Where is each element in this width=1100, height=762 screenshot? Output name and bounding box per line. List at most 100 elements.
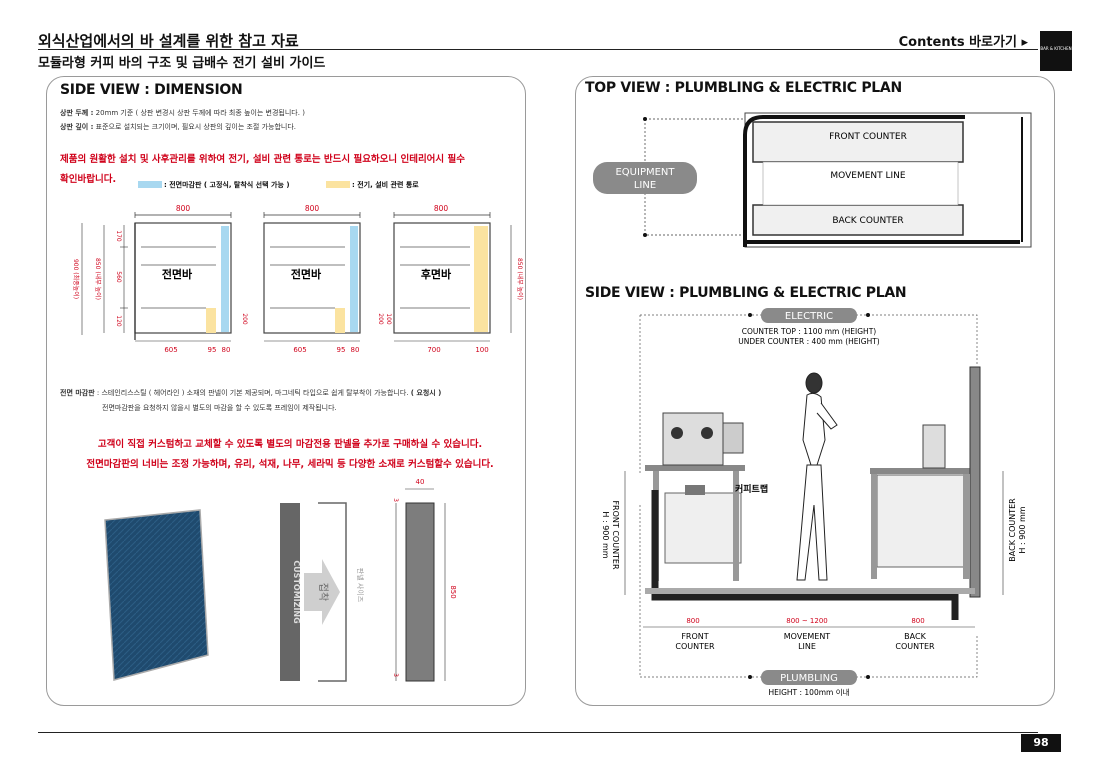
coffee-trap-label: 커피트랩 [735, 483, 768, 495]
label-back-1: BACK [904, 632, 926, 641]
left-panel [46, 76, 526, 706]
finish-panel-text1: : 스테인리스스틸 ( 헤어라인 ) 소재의 판넬이 기본 제공되며, 마그네틱… [94, 389, 411, 397]
finish-panel-label: 전면 마감판 [60, 389, 95, 397]
top-back-counter: BACK COUNTER [832, 216, 903, 226]
dim-80b: 80 [351, 346, 360, 354]
dim-movement: 800 ~ 1200 [786, 617, 828, 625]
label-front-1: FRONT [681, 632, 708, 641]
label-back-2: COUNTER [895, 642, 935, 651]
left-section-title: SIDE VIEW : DIMENSION [60, 82, 243, 98]
dim-850: 850 [449, 585, 457, 598]
side-view-diagram: ELECTRIC COUNTER TOP : 1100 mm (HEIGHT) … [601, 308, 1027, 697]
dim-inner-height: 850 (내부 높이) [94, 258, 102, 300]
dim-100: 100 [385, 313, 392, 325]
front-bar-cabinet-2 [263, 222, 361, 334]
right-panel [575, 76, 1055, 706]
install-warning-line2: 확인바랍니다. [60, 174, 117, 185]
dim-top-1: 800 [176, 204, 191, 213]
plumbing-badge [761, 670, 857, 685]
top-view-diagram: FRONT COUNTER MOVEMENT LINE BACK COUNTER… [593, 112, 1032, 248]
header-divider [38, 49, 1038, 50]
cabinet-2-label: 전면바 [291, 267, 322, 281]
dim-final-height: 900 (최종높이) [72, 259, 80, 299]
install-warning-line1: 제품의 원활한 설치 및 사후관리를 위하여 전기, 설비 관련 통로는 반드시… [60, 154, 465, 165]
legend-yellow-label: : 전기, 설비 관련 통로 [352, 181, 419, 189]
panel-size-note: 판넬 사이즈 [356, 568, 365, 603]
spec-depth: 상판 깊이 : 표준으로 설치되는 크기이며, 필요시 상판의 깊이는 조절 가… [60, 122, 296, 132]
dim-40: 40 [416, 478, 425, 486]
dim-front-800: 800 [686, 617, 699, 625]
plumbing-label: PLUMBLING [780, 673, 838, 684]
equipment-line-text-2: LINE [634, 180, 656, 191]
legend-yellow-swatch [326, 181, 350, 188]
plumbing-pipe [651, 490, 959, 620]
spec-thickness-text: 20mm 기준 ( 상판 변경시 상판 두께에 따라 최종 높이는 변경됩니다.… [93, 109, 305, 117]
back-bar-cabinet [393, 222, 491, 334]
dim-120: 120 [115, 315, 122, 327]
dim-inner-height-right: 850 (내부 높이) [516, 258, 524, 300]
dim-95: 95 [208, 346, 217, 354]
dim-200b: 200 [377, 313, 384, 325]
dim-605: 605 [164, 346, 177, 354]
custom-panel-note-line2: 전면마감판의 너비는 조정 가능하며, 유리, 석재, 나무, 세라믹 등 다양… [86, 459, 494, 470]
front-counter-height-1: FRONT COUNTER [611, 500, 620, 570]
back-counter-unit [870, 424, 970, 579]
spec-thickness: 상판 두께 : 20mm 기준 ( 상판 변경시 상판 두께에 따라 최종 높이… [60, 108, 305, 118]
dimension-diagrams: 800 800 800 전면바 전면바 후면바 900 (최종높이 [72, 204, 524, 354]
electric-label: ELECTRIC [785, 311, 833, 322]
dim-170: 170 [115, 230, 122, 242]
plumbing-height: HEIGHT : 100mm 이내 [768, 687, 849, 697]
finish-panel-note: 전면 마감판 : 스테인리스스틸 ( 헤어라인 ) 소재의 판넬이 기본 제공되… [60, 388, 520, 398]
contents-link[interactable]: Contents 바로가기 ▸ [898, 35, 1028, 50]
panel-profile [405, 502, 435, 682]
cabinet-1-label: 전면바 [162, 267, 193, 281]
footer-divider [38, 732, 1038, 733]
install-warning: 제품의 원활한 설치 및 사후관리를 위하여 전기, 설비 관련 통로는 반드시… [60, 150, 520, 190]
equipment-line-text-1: EQUIPMENT [615, 167, 675, 178]
blue-custom-panel [104, 509, 209, 681]
legend-blue-label: : 전면마감판 ( 고정식, 탈착식 선택 가능 ) [164, 181, 290, 189]
equipment-line-badge [593, 162, 697, 194]
brand-logo-text: BAR & KITCHEN [1040, 46, 1072, 51]
under-counter-height: UNDER COUNTER : 400 mm (HEIGHT) [738, 337, 880, 346]
top-view-title: TOP VIEW : PLUMBLING & ELECTRIC PLAN [585, 80, 902, 96]
custom-panel-note: 고객이 직접 커스텀하고 교체할 수 있도록 별도의 마감전용 판넬을 추가로 … [60, 435, 520, 475]
customizing-label: CUSTOMIZING [292, 560, 301, 623]
cabinet-3-label: 후면바 [421, 267, 452, 281]
dim-3-bottom: 3 [392, 673, 399, 677]
top-front-counter: FRONT COUNTER [829, 132, 907, 142]
brand-logo: BAR & KITCHEN [1040, 31, 1072, 71]
page-subtitle: 모듈라형 커피 바의 구조 및 급배수 전기 설비 가이드 [38, 56, 326, 71]
side-view-title: SIDE VIEW : PLUMBLING & ELECTRIC PLAN [585, 285, 907, 301]
customizing-bar [280, 503, 300, 681]
dim-top-3: 800 [434, 204, 449, 213]
back-counter-height-1: BACK COUNTER [1008, 498, 1017, 562]
front-bar-cabinet-1 [134, 222, 232, 340]
barista-figure [796, 372, 838, 581]
finish-panel-request: ( 요청시 ) [410, 389, 442, 397]
front-counter-height-2: H : 900 mm [601, 511, 610, 558]
dim-700: 700 [427, 346, 440, 354]
customizing-illustration: CUSTOMIZING 접착 판넬 사이즈 40 3 3 850 [104, 478, 457, 682]
dim-back-800: 800 [911, 617, 924, 625]
front-counter-unit [645, 412, 745, 581]
dim-3-top: 3 [392, 498, 399, 502]
attach-arrow [304, 559, 340, 625]
attach-label: 접착 [317, 583, 329, 601]
back-counter-height-2: H : 900 mm [1018, 506, 1027, 553]
dim-560: 560 [115, 271, 122, 283]
label-front-2: COUNTER [675, 642, 715, 651]
dim-605b: 605 [293, 346, 306, 354]
panel-frame-bracket [318, 502, 347, 682]
dim-top-2: 800 [305, 204, 320, 213]
spec-depth-text: 표준으로 설치되는 크기이며, 필요시 상판의 깊이는 조절 가능합니다. [93, 123, 297, 131]
spec-thickness-label: 상판 두께 : [60, 109, 94, 117]
electric-badge [761, 308, 857, 323]
finish-panel-note-2: 전면마감판을 요청하지 않을시 별도의 마감을 할 수 있도록 프레임이 제작됩… [102, 404, 337, 412]
dim-100b: 100 [475, 346, 488, 354]
label-move-1: MOVEMENT [784, 632, 831, 641]
dim-200: 200 [241, 313, 248, 325]
custom-panel-note-line1: 고객이 직접 커스텀하고 교체할 수 있도록 별도의 마감전용 판넬을 추가로 … [97, 439, 483, 450]
dim-95b: 95 [337, 346, 346, 354]
label-move-2: LINE [798, 642, 816, 651]
